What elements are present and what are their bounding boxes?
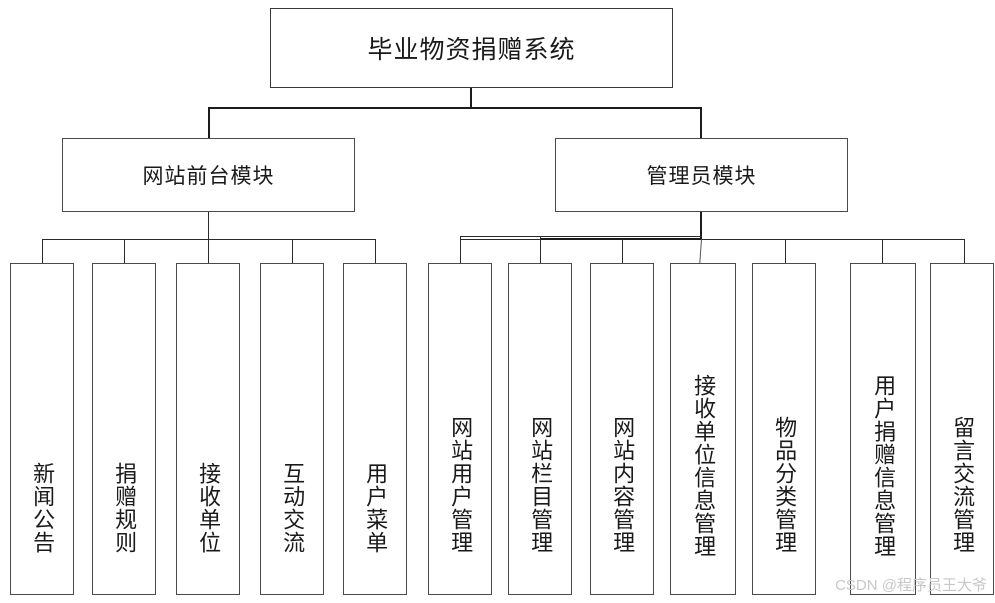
connector-root-bus (208, 107, 702, 109)
node-leaf-message-exchange-management[interactable]: 留言交流管理 (930, 263, 994, 595)
node-label: 管理员模块 (646, 164, 757, 188)
node-leaf-donation-rules[interactable]: 捐赠规则 (92, 263, 156, 595)
connector-drop-frontend-2 (124, 239, 125, 263)
node-leaf-site-column-management[interactable]: 网站栏目管理 (508, 263, 572, 595)
connector-drop-frontend-5 (375, 239, 376, 263)
connector-drop-frontend-1 (42, 239, 43, 263)
node-label: 网站用户管理 (448, 416, 474, 554)
connector-drop-admin-6 (882, 239, 883, 263)
node-leaf-news-announcement[interactable]: 新闻公告 (10, 263, 74, 595)
node-leaf-site-content-management[interactable]: 网站内容管理 (590, 263, 654, 595)
node-root-system[interactable]: 毕业物资捐赠系统 (270, 8, 673, 88)
node-leaf-user-donation-info-management[interactable]: 用户捐赠信息管理 (850, 263, 916, 595)
connector-frontend-stem (208, 212, 209, 239)
node-leaf-site-user-management[interactable]: 网站用户管理 (428, 263, 492, 595)
node-label: 物品分类管理 (772, 416, 798, 554)
node-admin-module[interactable]: 管理员模块 (555, 138, 848, 212)
node-frontend-module[interactable]: 网站前台模块 (62, 138, 355, 212)
connector-drop-admin-3 (622, 239, 623, 263)
node-leaf-receiving-unit[interactable]: 接收单位 (176, 263, 240, 595)
connector-drop-frontend (208, 108, 210, 139)
node-label: 互动交流 (280, 462, 306, 554)
connector-drop-admin-5 (785, 239, 786, 263)
node-leaf-item-category-management[interactable]: 物品分类管理 (752, 263, 816, 595)
node-label: 接收单位信息管理 (691, 374, 717, 558)
node-label: 用户菜单 (363, 462, 389, 554)
node-label: 接收单位 (196, 462, 222, 554)
connector-admin-stem (700, 212, 702, 239)
connector-admin-bus-tick-left (460, 236, 461, 240)
node-label: 新闻公告 (30, 462, 56, 554)
connector-root-stem (470, 88, 472, 108)
connector-drop-admin-7 (964, 239, 965, 263)
node-leaf-interaction[interactable]: 互动交流 (260, 263, 324, 595)
node-label: 留言交流管理 (950, 416, 976, 554)
connector-drop-admin (700, 108, 702, 139)
node-label: 网站内容管理 (610, 416, 636, 554)
connector-drop-frontend-3 (208, 239, 209, 263)
node-label: 网站栏目管理 (528, 416, 554, 554)
connector-drop-frontend-4 (292, 239, 293, 263)
connector-admin-bus-tick (540, 236, 541, 240)
node-label: 毕业物资捐赠系统 (367, 37, 576, 64)
connector-admin-bus (460, 239, 965, 240)
node-leaf-receiving-unit-info-management[interactable]: 接收单位信息管理 (670, 263, 736, 595)
connector-drop-admin-4 (699, 239, 702, 265)
node-leaf-user-menu[interactable]: 用户菜单 (343, 263, 407, 595)
connector-admin-bus-upper (460, 236, 702, 237)
node-label: 网站前台模块 (142, 164, 275, 188)
node-label: 捐赠规则 (112, 462, 138, 554)
connector-drop-admin-2 (540, 239, 541, 263)
connector-admin-bus-accent (540, 238, 702, 240)
node-label: 用户捐赠信息管理 (871, 374, 897, 558)
connector-drop-admin-1 (460, 239, 461, 263)
